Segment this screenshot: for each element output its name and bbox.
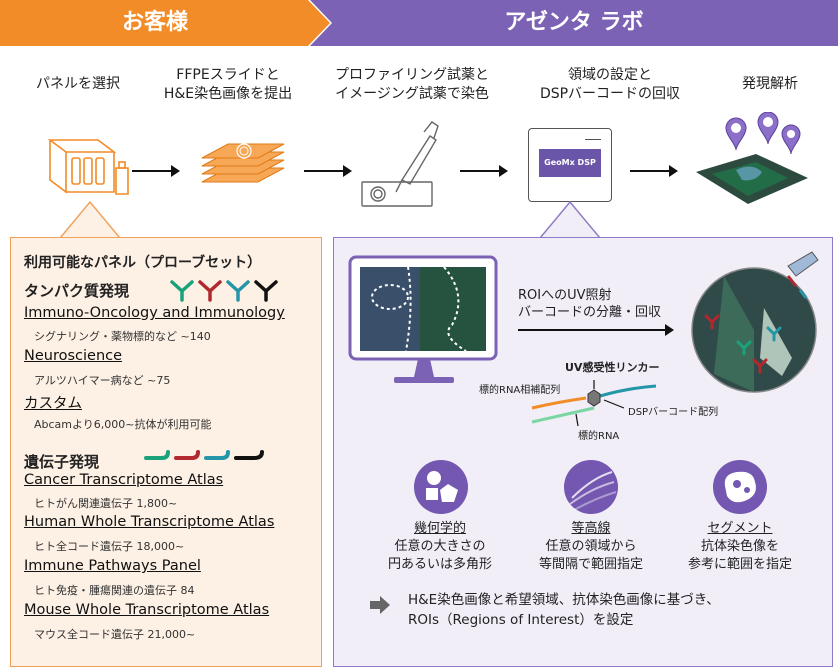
step-5-label: 発現解析 — [720, 75, 820, 94]
geometric-roi-icon — [414, 460, 468, 514]
device-label: GeoMx DSP — [539, 149, 601, 177]
device-line-icon — [585, 139, 601, 140]
geometric-roi-line3: 円あるいは多角形 — [387, 557, 492, 572]
panel-desc-mouse-whole-transcriptome: マウス全コード遺伝子 21,000~ — [34, 628, 196, 641]
segment-roi-icon — [713, 460, 767, 514]
rna-comp-label: 標的RNA相補配列 — [479, 385, 561, 396]
flow-arrow-1 — [132, 165, 180, 177]
panel-desc-immune-pathways: ヒト免疫・腫瘍関連の遺伝子 84 — [34, 584, 195, 597]
segment-roi-title: セグメント — [707, 521, 773, 536]
customer-banner-label: お客様 — [121, 10, 188, 35]
geometric-roi-label: 幾何学的 任意の大きさの 円あるいは多角形 — [366, 520, 514, 574]
step-4-line2: DSPバーコードの回収 — [539, 86, 681, 102]
step-3-line2: イメージング試薬で染色 — [335, 86, 489, 102]
contour-roi-label: 等高線 任意の領域から 等間隔で範囲指定 — [516, 520, 666, 574]
contour-roi-line3: 等間隔で範囲指定 — [538, 557, 643, 572]
summary-arrow-icon — [370, 596, 390, 614]
gene-heading: 遺伝子発現 — [24, 453, 100, 471]
uv-line2: バーコードの分離・回収 — [518, 305, 662, 320]
customer-banner: お客様 — [0, 0, 330, 46]
panel-link-human-whole-transcriptome[interactable]: Human Whole Transcriptome Atlas — [24, 514, 275, 530]
geomx-device-icon: GeoMx DSP — [528, 128, 612, 202]
monitor-icon — [348, 255, 498, 383]
geometric-roi-line2: 任意の大きさの — [394, 539, 486, 554]
target-rna-label: 標的RNA — [578, 431, 620, 442]
step-1-line1: パネルを選択 — [36, 76, 120, 92]
flow-arrow-4 — [630, 165, 678, 177]
linker-label: UV感受性リンカー — [565, 361, 660, 374]
panel-desc-immuno-oncology: シグナリング・薬物標的など ~140 — [34, 330, 211, 343]
step-4-line1: 領域の設定と — [568, 67, 652, 83]
probe-icons — [144, 450, 264, 460]
pipette-slide-icon — [361, 121, 439, 207]
roi-summary: H&E染色画像と希望領域、抗体染色画像に基づき、 ROIs（Regions of… — [408, 590, 720, 630]
step-3-label: プロファイリング試薬と イメージング試薬で染色 — [314, 66, 510, 104]
panel-link-neuroscience[interactable]: Neuroscience — [24, 348, 123, 364]
flow-arrow-3 — [460, 165, 508, 177]
expression-map-icon — [696, 112, 808, 204]
barcode-label: DSPバーコード配列 — [628, 407, 719, 418]
step-2-label: FFPEスライドと H&E染色画像を提出 — [146, 66, 310, 104]
panel-desc-neuroscience: アルツハイマー病など ~75 — [34, 374, 171, 387]
step-2-line2: H&E染色画像を提出 — [163, 86, 293, 102]
probe-diagram — [531, 380, 657, 427]
step-2-line1: FFPEスライドと — [176, 67, 280, 83]
flow-arrow-2 — [304, 165, 352, 177]
tissue-closeup-icon — [691, 251, 819, 393]
panel-link-mouse-whole-transcriptome[interactable]: Mouse Whole Transcriptome Atlas — [24, 602, 270, 618]
segment-roi-label: セグメント 抗体染色像を 参考に範囲を指定 — [670, 520, 810, 574]
left-panel-pointer — [60, 200, 120, 239]
antibody-icons — [170, 280, 278, 302]
segment-roi-line2: 抗体染色像を — [700, 539, 779, 554]
contour-roi-icon — [564, 460, 618, 514]
panel-link-immuno-oncology[interactable]: Immuno-Oncology and Immunology — [24, 305, 285, 321]
uv-arrow — [518, 324, 674, 336]
lab-banner: アゼンタ ラボ — [310, 0, 838, 46]
right-panel-pointer — [540, 200, 600, 239]
step-4-label: 領域の設定と DSPバーコードの回収 — [518, 66, 702, 104]
roi-summary-line1: H&E染色画像と希望領域、抗体染色画像に基づき、 — [408, 592, 720, 608]
protein-heading: タンパク質発現 — [24, 282, 130, 300]
panel-link-custom[interactable]: カスタム — [24, 396, 82, 412]
step-1-label: パネルを選択 — [16, 75, 140, 94]
panels-title: 利用可能なパネル（プローブセット） — [24, 255, 262, 271]
uv-line1: ROIへのUV照射 — [518, 288, 612, 303]
panel-link-immune-pathways[interactable]: Immune Pathways Panel — [24, 558, 201, 574]
uv-text: ROIへのUV照射 バーコードの分離・回収 — [518, 287, 661, 321]
geometric-roi-title: 幾何学的 — [413, 521, 466, 536]
lab-banner-label: アゼンタ ラボ — [504, 10, 644, 35]
contour-roi-line2: 任意の領域から — [545, 539, 637, 554]
panel-desc-cancer-transcriptome: ヒトがん関連遺伝子 1,800~ — [34, 497, 178, 510]
segment-roi-line3: 参考に範囲を指定 — [687, 557, 792, 572]
panel-desc-custom: Abcamより6,000~抗体が利用可能 — [34, 418, 212, 431]
ffpe-slides-icon — [201, 143, 285, 183]
panel-link-cancer-transcriptome[interactable]: Cancer Transcriptome Atlas — [24, 472, 224, 488]
roi-summary-line2: ROIs（Regions of Interest）を設定 — [408, 612, 634, 628]
panel-box-icon — [47, 139, 129, 195]
step-5-line1: 発現解析 — [742, 76, 798, 92]
panel-desc-human-whole-transcriptome: ヒト全コード遺伝子 18,000~ — [34, 540, 185, 553]
step-3-line1: プロファイリング試薬と — [335, 67, 489, 83]
contour-roi-title: 等高線 — [571, 521, 611, 536]
